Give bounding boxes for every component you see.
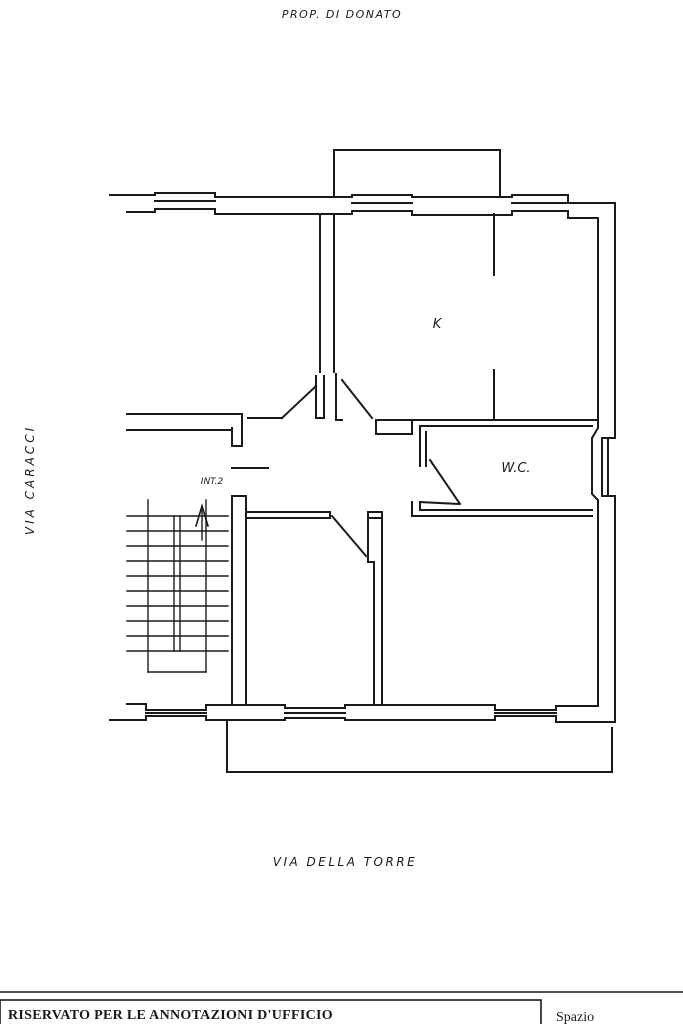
street-left-label: VIA CARACCI	[23, 425, 37, 535]
kitchen-label: K	[433, 317, 443, 332]
partition-lower	[367, 511, 383, 706]
door-jamb-top-2	[335, 373, 343, 421]
exterior-wall-inner	[126, 208, 599, 711]
wall-wc-bottom-2	[419, 501, 593, 511]
door-swing-kitchen	[340, 378, 374, 420]
partition-lower-inner	[367, 511, 375, 706]
footer-right-text: Spazio	[556, 1010, 595, 1025]
balcony-top	[333, 149, 501, 197]
door-jamb-top	[315, 375, 325, 419]
drawing	[109, 149, 616, 773]
wall-bedroom-top	[245, 511, 331, 519]
wall-stair-right-outer	[231, 495, 247, 705]
door-swing-wc	[418, 500, 460, 506]
stair-steps	[126, 499, 229, 673]
exterior-wall-outer	[109, 192, 616, 723]
wc-label: W.C.	[501, 461, 530, 476]
wall-wc-bottom	[411, 501, 593, 517]
owner-title: PROP. DI DONATO	[282, 8, 402, 21]
street-bottom-label: VIA DELLA TORRE	[273, 855, 418, 869]
door-swing-topleft	[280, 384, 318, 420]
wall-topleft-bottom	[126, 413, 243, 447]
wall-kitchen-bottom-2	[375, 419, 413, 435]
office-notes-box	[0, 999, 542, 1024]
office-notes-label: RISERVATO PER LE ANNOTAZIONI D'UFFICIO	[8, 1008, 333, 1023]
door-swing-bedroom	[330, 514, 368, 558]
stair-label: INT.2	[201, 477, 224, 487]
balcony-bottom	[226, 719, 613, 773]
door-swing-wc-2	[428, 458, 462, 506]
